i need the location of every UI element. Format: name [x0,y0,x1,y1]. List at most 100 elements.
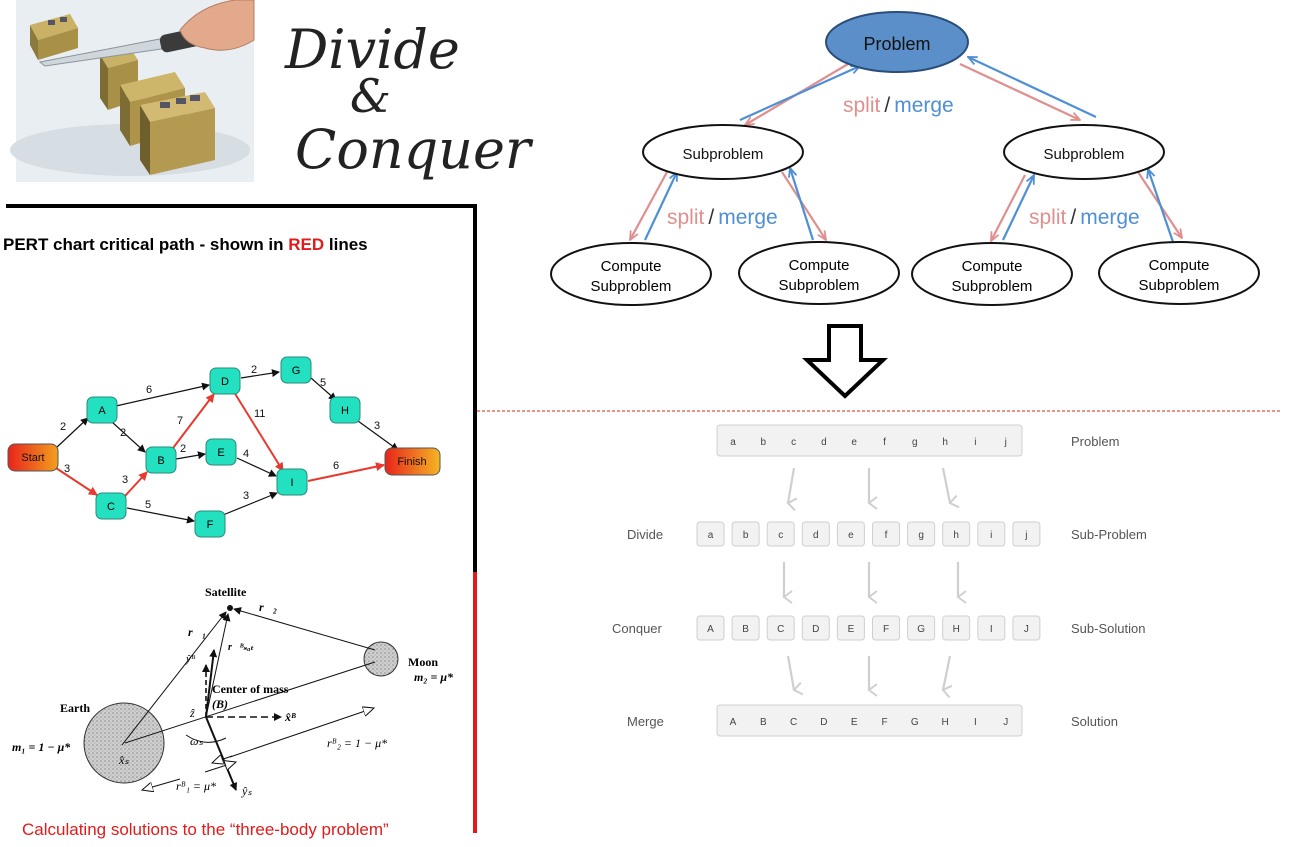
solution-letter-2: C [790,717,797,728]
node-e [205,438,237,466]
compute-node-4 [1098,241,1260,305]
solution-letter-3: D [820,717,827,728]
merge-left-root [739,64,860,122]
sub-problem-box-6 [907,521,936,547]
edge-g-h [310,377,337,401]
problem-letter-9: j [1004,437,1007,448]
sub-solution-box-2 [766,615,795,641]
compute-2-line1: Compute [789,257,850,274]
problem-letter-3: d [821,437,827,448]
solution-letter-0: A [730,717,737,728]
compute-node-1 [550,242,712,306]
tree-nodes: Problem Subproblem Subproblem Compute Su… [550,11,1260,306]
arrow-rb1-left [142,778,181,790]
arrow-merge-3 [941,655,953,699]
problem-node [825,11,969,73]
node-f [194,510,226,538]
sub-problem-box-8 [977,521,1006,547]
split-merge-labels: split/merge split/merge split/merge [667,94,1140,229]
pert-weights: 2 3 6 2 3 5 7 2 2 11 4 3 5 3 6 [60,364,380,511]
sub-solution-letter-9: J [1024,624,1029,635]
edge-a-d [115,382,210,407]
sub-problem-letter-3: d [813,530,819,541]
solution-letter-4: E [851,717,858,728]
node-finish [384,447,441,476]
edge-d-i [233,391,284,472]
m1-label: m₁ = 1 − μ* [12,740,71,754]
rbsat-label: r⃗ᴮₛₐₜ [228,642,254,653]
weight-a-b: 2 [120,427,126,439]
sub-problem-box-0 [696,521,725,547]
sub-solution-letter-6: G [917,624,925,635]
arrow-rb2-left [212,756,233,763]
problem-letter-1: b [761,437,767,448]
node-f-label: F [207,519,214,531]
axis-ys-up [205,649,218,718]
sub-problem-box-2 [766,521,795,547]
problem-letter-5: f [883,437,886,448]
sub-problem-box-3 [801,521,830,547]
solution-letter-8: I [974,717,977,728]
omega-label: ωₛ [190,734,203,748]
split-root-right [959,63,1080,121]
sub-problem-letter-1: b [743,530,749,541]
sub-solution-letter-3: D [812,624,819,635]
compute-4-line2: Subproblem [1139,277,1220,294]
split-merge-label-left: split/merge [667,206,778,229]
solution-letter-1: B [760,717,767,728]
compute-node-3 [911,242,1073,306]
node-b-label: B [157,455,164,467]
knife-cutting-illustration [10,0,255,182]
sub-problem-letter-5: f [885,530,888,541]
split-merge-tree [630,56,1182,243]
weight-g-h: 5 [320,377,326,389]
merge-rr-right [1148,169,1175,243]
split-left-ll [630,171,668,240]
sub-problem-letter-7: h [953,530,959,541]
node-i [276,468,308,496]
edge-c-f [126,507,195,524]
solution-letter-5: F [881,717,887,728]
weight-b-e: 2 [180,443,186,455]
subproblem-node-left [642,124,804,180]
sub-problem-box-1 [731,521,760,547]
center-of-mass-label: Center of mass [212,682,289,696]
b-label: (B) [212,697,228,711]
edge-b-d [169,393,215,453]
sub-solution-letter-0: A [707,624,714,635]
sub-solution-letter-7: H [953,624,960,635]
sub-solution-box-3 [801,615,830,641]
axis-ys [205,716,238,791]
node-a-label: A [98,405,106,417]
edge-h-finish [357,420,399,451]
arrow-rb1-right [204,762,236,773]
weight-e-i: 4 [243,448,249,460]
compute-4-line1: Compute [1149,257,1210,274]
rb1-label: rᴮ₁ = μ* [176,779,216,793]
three-body-diagram: Satellite Moon Earth Center of mass (B) … [12,585,454,798]
label-merge: Merge [627,714,664,729]
pipeline-arrows [782,467,967,699]
sub-solution-box-8 [977,615,1006,641]
pert-nodes: Start Finish A B C D E F G H I [7,356,441,538]
weight-d-g: 2 [251,364,257,376]
moon-label: Moon [408,655,438,669]
three-body-caption: Calculating solutions to the “three-body… [22,820,389,839]
sub-solution-box-0 [696,615,725,641]
edge-b-e [175,451,206,460]
label-solution: Solution [1071,714,1118,729]
sub-problem-box-7 [942,521,971,547]
weight-a-d: 6 [146,384,152,396]
problem-letter-6: g [912,437,918,448]
problem-strip [716,424,1023,457]
sub-problem-letter-4: e [848,530,854,541]
pert-title: PERT chart critical path - shown in RED … [3,235,368,254]
sub-solution-letter-8: I [990,624,993,635]
node-g-label: G [292,365,301,377]
sub-problem-box-4 [836,521,865,547]
sub-problem-letter-2: c [778,530,783,541]
weight-c-b: 3 [122,474,128,486]
sub-problem-letter-9: j [1024,530,1027,541]
divide-conquer-logo: Divide & Conquer [284,18,534,181]
